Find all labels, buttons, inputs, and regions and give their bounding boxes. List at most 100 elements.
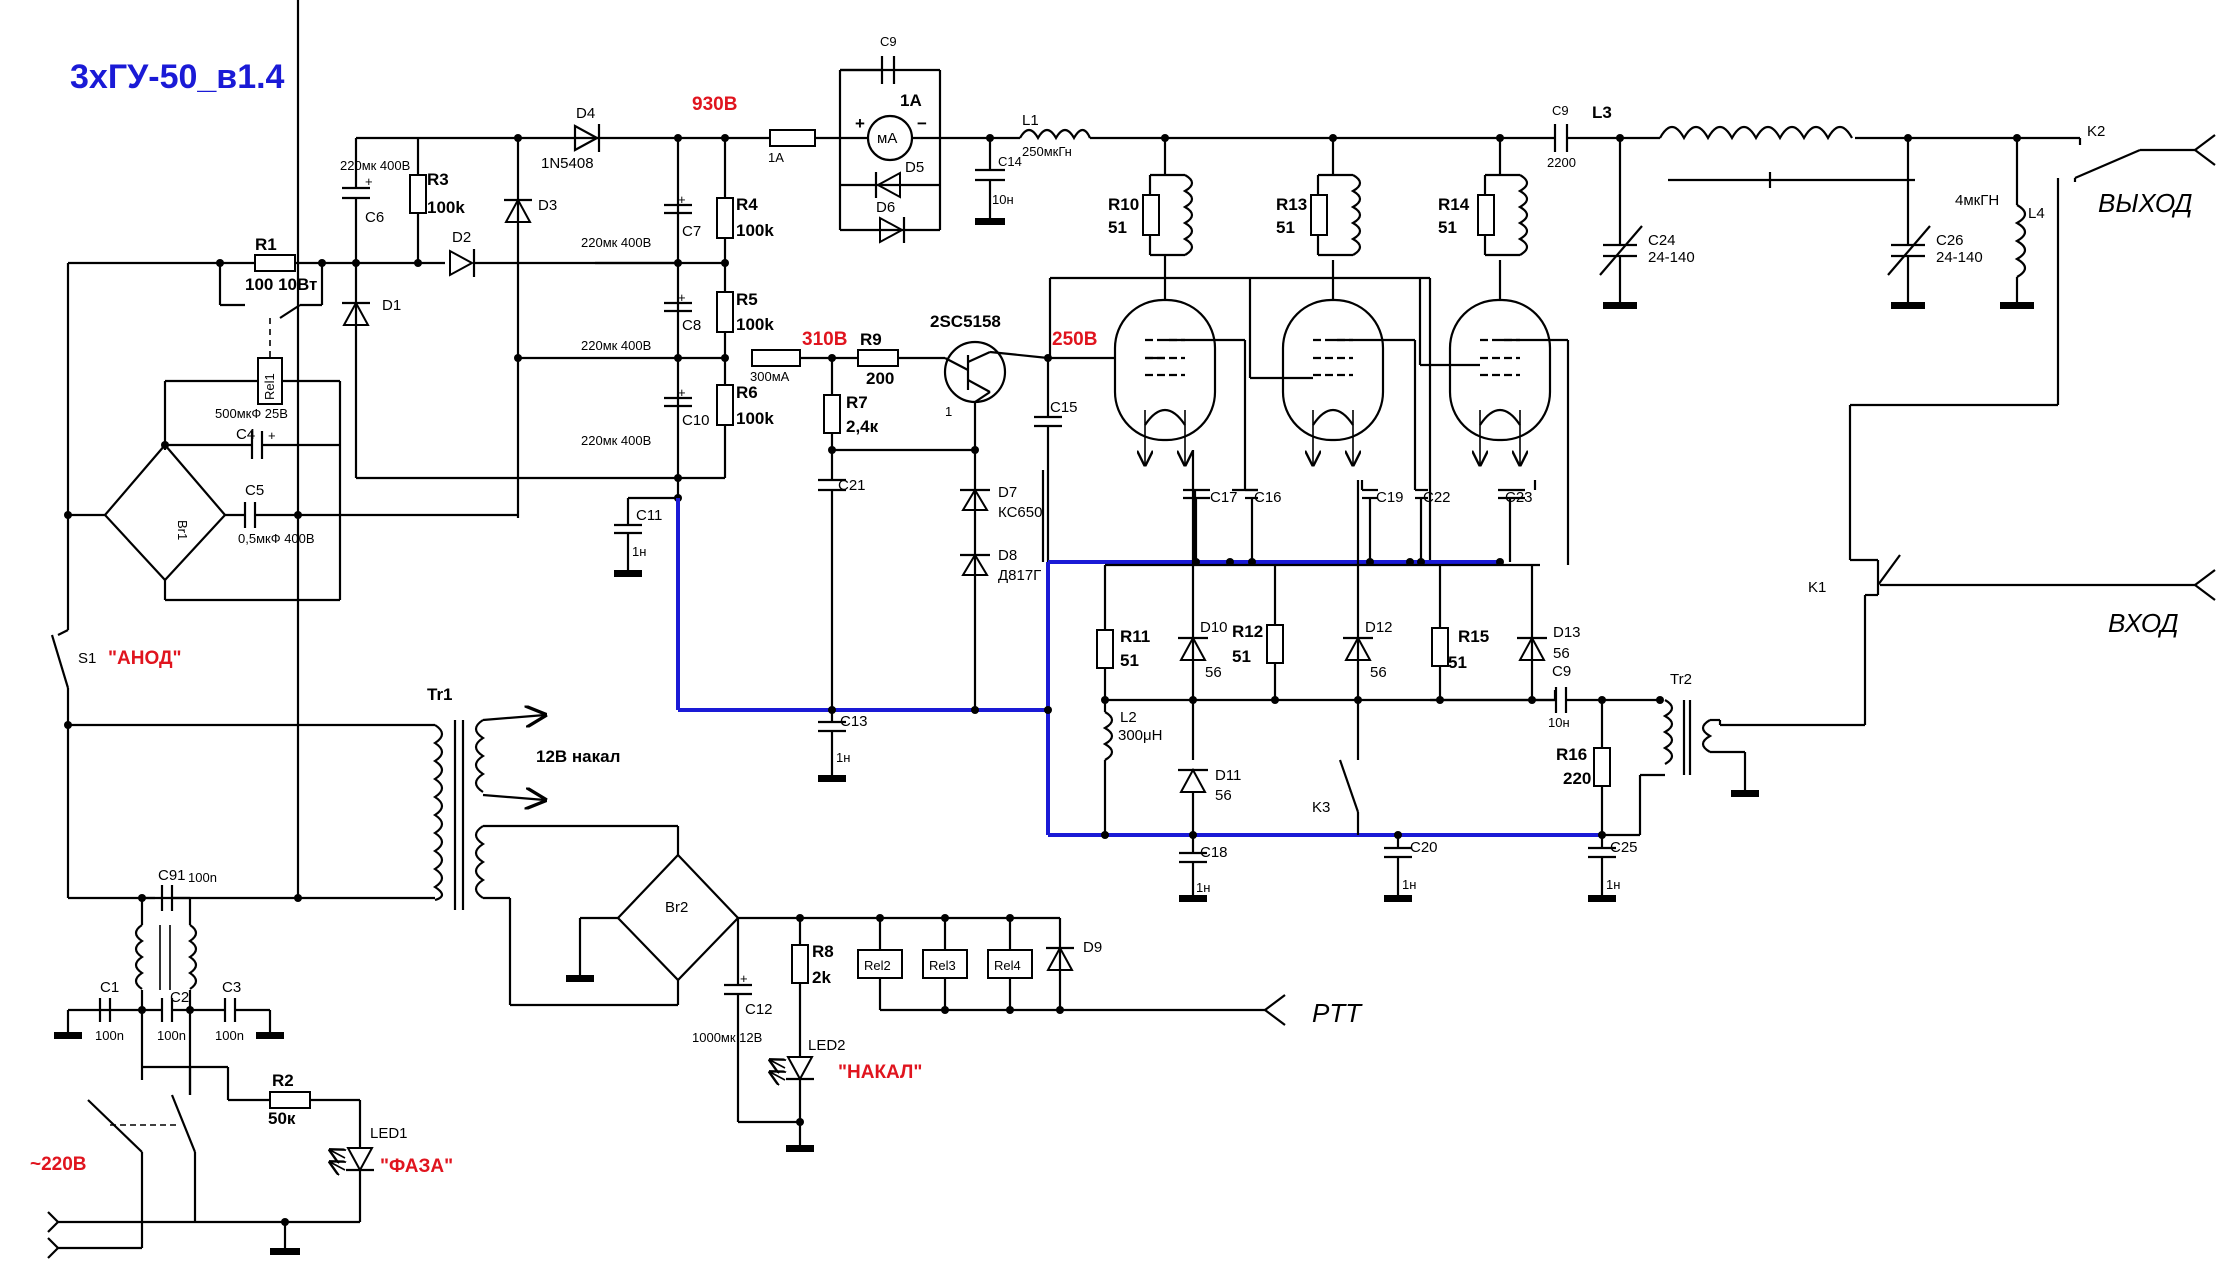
relays-rel2-4: Rel2 Rel3 Rel4 [857, 914, 1286, 1026]
screen-grid-wiring [1048, 276, 1480, 565]
svg-text:+: + [365, 174, 373, 189]
transformer-tr1: Tr1 12В накал [64, 685, 680, 1007]
svg-text:24-140: 24-140 [1648, 249, 1695, 266]
svg-text:D9: D9 [1083, 939, 1102, 956]
svg-text:Br2: Br2 [665, 899, 688, 916]
svg-text:1н: 1н [632, 544, 646, 559]
resistor-divider: R4 100k R5 100k R6 100k [716, 195, 774, 478]
svg-text:R1: R1 [255, 235, 277, 254]
svg-text:C22: C22 [1423, 489, 1451, 506]
svg-text:0,5мкФ 400В: 0,5мкФ 400В [238, 531, 315, 546]
svg-text:C5: C5 [245, 482, 264, 499]
svg-text:LED2: LED2 [808, 1037, 846, 1054]
svg-text:+: + [678, 385, 686, 400]
svg-text:R14: R14 [1438, 195, 1470, 214]
svg-text:R7: R7 [846, 393, 868, 412]
svg-text:C21: C21 [838, 477, 866, 494]
anod-label: "АНОД" [108, 648, 182, 669]
inductor-l4: 4мкГН L4 [1955, 134, 2045, 309]
svg-text:+: + [268, 428, 276, 443]
svg-text:56: 56 [1370, 664, 1387, 681]
svg-text:C16: C16 [1254, 489, 1282, 506]
capacitor-c21: C21 [818, 477, 866, 710]
svg-text:R13: R13 [1276, 195, 1307, 214]
svg-text:Rel1: Rel1 [262, 373, 277, 400]
svg-text:C24: C24 [1648, 232, 1676, 249]
svg-text:КС650: КС650 [998, 504, 1042, 521]
input-coupling: C9 10н R16 220 [1430, 663, 1665, 837]
svg-text:100k: 100k [736, 315, 774, 334]
svg-text:220мк 400В: 220мк 400В [340, 158, 410, 173]
svg-text:K1: K1 [1808, 579, 1826, 596]
svg-text:Tr2: Tr2 [1670, 671, 1692, 688]
svg-text:C18: C18 [1200, 844, 1228, 861]
svg-text:D11: D11 [1215, 767, 1241, 784]
output-label: ВЫХОД [2098, 188, 2192, 218]
relay-k2: K2 [1848, 123, 2216, 560]
svg-text:R6: R6 [736, 383, 758, 402]
svg-text:L1: L1 [1022, 112, 1039, 129]
svg-text:мА: мА [877, 130, 897, 147]
plate-r13: R13 51 [1276, 134, 1362, 257]
tube-3 [1448, 260, 1570, 565]
svg-text:+: + [678, 192, 686, 207]
svg-text:C9: C9 [1552, 103, 1569, 118]
svg-text:220мк 400В: 220мк 400В [581, 235, 651, 250]
svg-text:R15: R15 [1458, 627, 1489, 646]
svg-text:24-140: 24-140 [1936, 249, 1983, 266]
svg-text:K3: K3 [1312, 799, 1330, 816]
schematic-title: 3хГУ-50_в1.4 [70, 58, 285, 96]
tube-1 [1113, 260, 1247, 490]
svg-text:100n: 100n [95, 1028, 124, 1043]
svg-text:D4: D4 [576, 105, 595, 122]
svg-text:50к: 50к [268, 1109, 296, 1128]
capacitor-stack: + + + C7 C8 C10 220мк 400В 220мк 400В 22… [356, 192, 729, 482]
svg-text:D2: D2 [452, 229, 471, 246]
capacitor-c12: + C12 1000мк 12В [692, 971, 800, 1124]
svg-text:100 10Вт: 100 10Вт [245, 275, 317, 294]
svg-text:1н: 1н [836, 750, 850, 765]
svg-text:1: 1 [945, 404, 952, 419]
svg-text:Д817Г: Д817Г [998, 567, 1041, 584]
svg-text:L4: L4 [2028, 205, 2045, 222]
svg-text:C17: C17 [1210, 489, 1238, 506]
svg-text:300μH: 300μH [1118, 727, 1163, 744]
svg-text:R12: R12 [1232, 622, 1263, 641]
svg-text:51: 51 [1438, 218, 1457, 237]
svg-text:R2: R2 [272, 1071, 294, 1090]
svg-text:100n: 100n [188, 870, 217, 885]
svg-text:51: 51 [1276, 218, 1295, 237]
svg-text:C12: C12 [745, 1001, 773, 1018]
svg-text:4мкГН: 4мкГН [1955, 192, 1999, 209]
led1: LED1 [285, 1100, 408, 1224]
svg-text:C10: C10 [682, 412, 710, 429]
svg-text:Rel3: Rel3 [929, 958, 956, 973]
capacitor-c9-output: C9 2200 L3 [1547, 103, 1612, 170]
voltage-930: 930В [692, 94, 737, 115]
mains-label: ~220В [30, 1154, 87, 1175]
zener-d7: D7 КС650 [960, 450, 1042, 710]
svg-text:10н: 10н [1548, 715, 1570, 730]
resistor-r8: R8 2k [791, 914, 834, 1057]
svg-text:220: 220 [1563, 769, 1591, 788]
svg-text:−: − [917, 114, 927, 133]
svg-text:56: 56 [1215, 787, 1232, 804]
svg-text:1н: 1н [1402, 877, 1416, 892]
svg-text:1А: 1А [768, 150, 784, 165]
svg-text:500мкФ 25В: 500мкФ 25В [215, 406, 288, 421]
diode-d4: D4 1N5408 [541, 105, 601, 172]
svg-text:C13: C13 [840, 713, 868, 730]
svg-text:C20: C20 [1410, 839, 1438, 856]
svg-text:R8: R8 [812, 942, 834, 961]
svg-text:300мА: 300мА [750, 369, 790, 384]
svg-text:C14: C14 [998, 154, 1022, 169]
svg-text:D5: D5 [905, 159, 924, 176]
svg-text:D10: D10 [1200, 619, 1228, 636]
relay-k3: K3 [1312, 700, 1360, 835]
tube-2 [1281, 260, 1417, 490]
screen-rail: C15 [1034, 354, 1165, 562]
blue-ground-bus [676, 498, 1602, 837]
svg-text:100n: 100n [215, 1028, 244, 1043]
